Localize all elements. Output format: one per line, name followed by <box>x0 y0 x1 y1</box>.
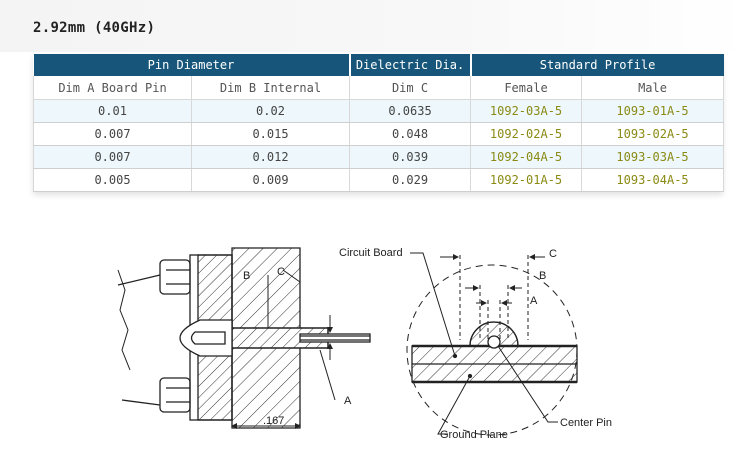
table-row: 0.01 0.02 0.0635 1092-03A-5 1093-01A-5 <box>33 99 725 123</box>
end-label-c: C <box>549 248 557 260</box>
label-circuit-board: Circuit Board <box>339 247 403 259</box>
spec-table: Pin Diameter Dielectric Dia. Standard Pr… <box>33 54 725 192</box>
cell-male-part-link[interactable]: 1093-01A-5 <box>581 99 725 123</box>
cell-dim-b: 0.02 <box>191 99 351 123</box>
cell-dim-a: 0.007 <box>33 145 192 169</box>
table-row: 0.007 0.015 0.048 1092-02A-5 1093-02A-5 <box>33 122 725 146</box>
side-label-a: A <box>344 395 352 407</box>
table-row: 0.005 0.009 0.029 1092-01A-5 1093-04A-5 <box>33 168 725 192</box>
cell-dim-c: 0.039 <box>349 145 472 169</box>
column-header-male: Male <box>581 76 725 100</box>
side-view <box>117 247 371 429</box>
end-view <box>406 252 578 436</box>
cell-dim-c: 0.0635 <box>349 99 472 123</box>
spec-table-wrapper: Pin Diameter Dielectric Dia. Standard Pr… <box>33 54 725 192</box>
heading-bar <box>0 0 750 52</box>
connector-drawing: B C A .167 <box>0 200 750 463</box>
cell-male-part-link[interactable]: 1093-02A-5 <box>581 122 725 146</box>
group-header-standard-profile: Standard Profile <box>470 54 724 76</box>
cell-female-part-link[interactable]: 1092-01A-5 <box>470 168 583 192</box>
group-header-dielectric: Dielectric Dia. <box>349 54 472 76</box>
table-row: 0.007 0.012 0.039 1092-04A-5 1093-03A-5 <box>33 145 725 169</box>
column-header-female: Female <box>470 76 583 100</box>
column-header-dim-c: Dim C <box>349 76 472 100</box>
cell-dim-b: 0.012 <box>191 145 351 169</box>
column-header-dim-b: Dim B Internal <box>191 76 351 100</box>
cell-female-part-link[interactable]: 1092-04A-5 <box>470 145 583 169</box>
cell-dim-b: 0.015 <box>191 122 351 146</box>
side-dimension: .167 <box>263 415 284 427</box>
side-label-b: B <box>243 270 250 282</box>
end-label-a: A <box>530 295 538 307</box>
cell-dim-a: 0.007 <box>33 122 192 146</box>
cell-male-part-link[interactable]: 1093-04A-5 <box>581 168 725 192</box>
label-ground-plane: Ground Plane <box>440 429 508 441</box>
label-center-pin: Center Pin <box>560 417 612 429</box>
cell-dim-c: 0.029 <box>349 168 472 192</box>
side-label-c: C <box>277 266 285 278</box>
end-label-b: B <box>539 270 546 282</box>
cell-dim-c: 0.048 <box>349 122 472 146</box>
group-header-pin-diameter: Pin Diameter <box>33 54 351 76</box>
cell-male-part-link[interactable]: 1093-03A-5 <box>581 145 725 169</box>
page-title: 2.92mm (40GHz) <box>33 20 156 36</box>
column-header-dim-a: Dim A Board Pin <box>33 76 192 100</box>
cell-female-part-link[interactable]: 1092-03A-5 <box>470 99 583 123</box>
connector-drawing-svg: B C A .167 <box>117 247 612 441</box>
cell-dim-a: 0.01 <box>33 99 192 123</box>
cell-dim-b: 0.009 <box>191 168 351 192</box>
cell-female-part-link[interactable]: 1092-02A-5 <box>470 122 583 146</box>
cell-dim-a: 0.005 <box>33 168 192 192</box>
